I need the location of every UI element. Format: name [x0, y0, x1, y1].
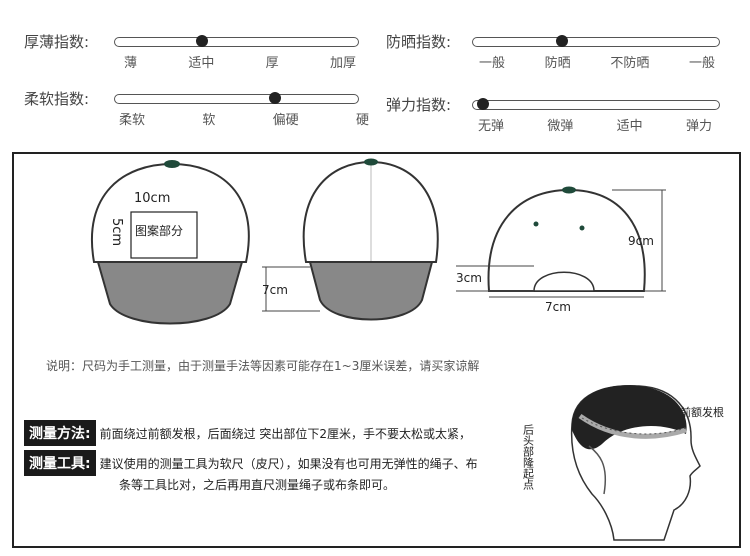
cap-diagrams: 10cm 5cm 图案部分 7cm 9cm	[91, 158, 724, 541]
sun-protection-scale: 防晒指数: 一般 防晒 不防晒 一般	[386, 31, 720, 75]
tick: 弹力	[685, 119, 712, 134]
elasticity-knob	[476, 98, 489, 110]
back-brim-label: 7cm	[262, 283, 288, 297]
measurement-tool: 测量工具: 建议使用的测量工具为软尺（皮尺），如果没有也可用无弹性的绳子、布	[24, 450, 478, 476]
tool-text: 建议使用的测量工具为软尺（皮尺），如果没有也可用无弹性的绳子、布	[99, 456, 478, 471]
sun-protection-ticks: 一般 防晒 不防晒 一般	[479, 52, 715, 71]
tick: 适中	[188, 56, 215, 71]
front-width-label: 10cm	[134, 191, 170, 206]
thickness-ticks: 薄 适中 厚 加厚	[124, 52, 356, 71]
sun-protection-knob	[555, 35, 568, 47]
thickness-track	[114, 35, 359, 47]
softness-knob	[269, 92, 282, 104]
tick: 不防晒	[610, 56, 650, 71]
tool-text-continued: 条等工具比对，之后再用直尺测量绳子或布条即可。	[119, 478, 396, 492]
measurement-method: 测量方法: 前面绕过前额发根，后面绕过 突出部位下2厘米，手不要太松或太紧，	[24, 420, 471, 446]
elasticity-ticks: 无弹 微弹 适中 弹力	[478, 115, 712, 134]
cap-front-view: 10cm 5cm 图案部分	[91, 160, 250, 325]
thickness-knob	[196, 35, 209, 47]
head-measurement-illustration: 前额发根 后头部隆起点	[522, 385, 724, 541]
tick: 一般	[688, 56, 715, 71]
tick: 薄	[124, 56, 138, 71]
tick: 一般	[479, 56, 506, 71]
tick: 适中	[616, 119, 643, 134]
method-tag: 测量方法:	[24, 420, 96, 446]
sun-protection-track	[472, 35, 720, 47]
tick: 防晒	[544, 56, 571, 71]
measurement-note: 说明：尺码为手工测量，由于测量手法等因素可能存在1~3厘米误差，请买家谅解	[46, 359, 480, 373]
pattern-area-label: 图案部分	[135, 223, 183, 238]
softness-scale: 柔软指数: 柔软 软 偏硬 硬	[24, 88, 369, 132]
tick: 微弹	[547, 119, 574, 134]
thickness-scale: 厚薄指数: 薄 适中 厚 加厚	[24, 31, 359, 75]
tick: 厚	[265, 56, 279, 71]
tick: 加厚	[329, 56, 356, 71]
head-back-label: 后头部隆起点	[522, 424, 535, 491]
sun-protection-label: 防晒指数:	[386, 33, 452, 51]
size-diagram-frame: 10cm 5cm 图案部分 7cm 9cm	[12, 152, 741, 548]
tick: 软	[202, 113, 216, 128]
front-height-label: 5cm	[109, 218, 124, 246]
elasticity-label: 弹力指数:	[386, 96, 452, 114]
side-opening-label: 3cm	[456, 271, 482, 285]
tick: 柔软	[119, 113, 146, 128]
thickness-label: 厚薄指数:	[24, 33, 90, 51]
elasticity-track	[472, 98, 720, 110]
elasticity-scale: 弹力指数: 无弹 微弹 适中 弹力	[386, 94, 720, 138]
softness-ticks: 柔软 软 偏硬 硬	[119, 109, 369, 128]
softness-label: 柔软指数:	[24, 90, 90, 108]
side-brim-label: 7cm	[545, 300, 571, 314]
cap-back-view: 7cm	[262, 158, 439, 321]
tick: 硬	[355, 113, 369, 128]
method-text: 前面绕过前额发根，后面绕过 突出部位下2厘米，手不要太松或太紧，	[99, 426, 472, 441]
side-height-label: 9cm	[628, 234, 654, 248]
tick: 无弹	[478, 119, 505, 134]
head-front-label: 前额发根	[680, 405, 724, 419]
tick: 偏硬	[272, 113, 299, 128]
cap-side-view: 9cm 3cm 7cm	[456, 186, 666, 314]
tool-tag: 测量工具:	[24, 450, 96, 476]
softness-track	[114, 92, 359, 104]
